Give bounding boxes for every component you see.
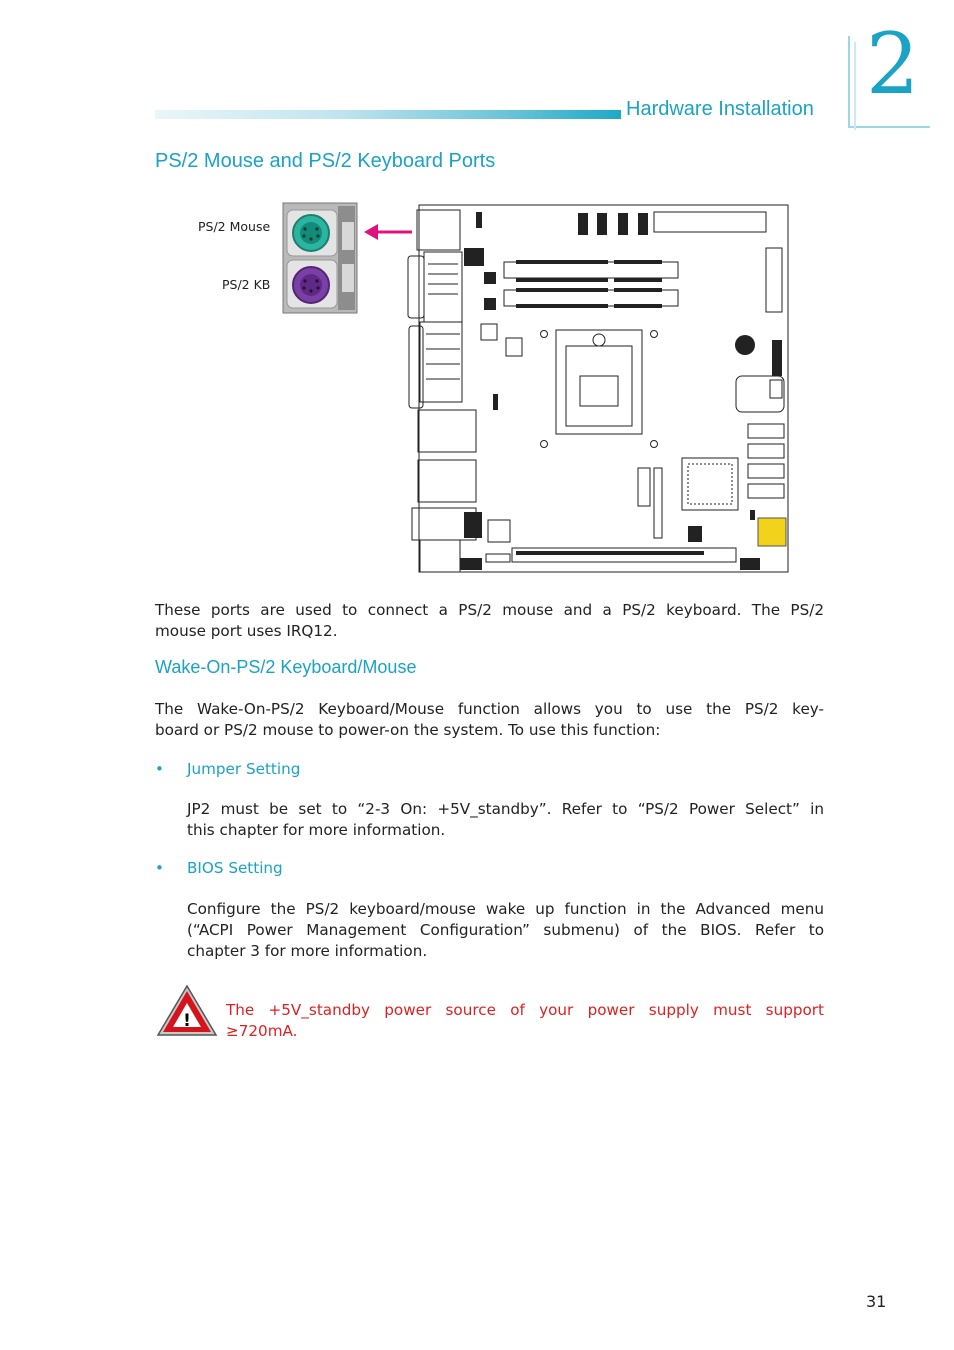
header-gradient-bar (155, 110, 621, 119)
warning-text: The +5V_standby power source of your pow… (226, 1000, 824, 1042)
bullet-icon: • (155, 760, 164, 778)
ps2-connector-image (282, 202, 358, 314)
bios-setting-text: Configure the PS/2 keyboard/mouse wake u… (187, 899, 824, 962)
bios-line-1: Configure the PS/2 keyboard/mouse wake u… (187, 900, 824, 918)
warning-line-2: ≥720mA. (226, 1022, 298, 1040)
warning-icon: ! (156, 984, 218, 1036)
jumper-setting-text: JP2 must be set to “2-3 On: +5V_standby”… (187, 799, 824, 841)
warning-line-1: The +5V_standby power source of your pow… (226, 1001, 824, 1019)
wake-heading: Wake-On-PS/2 Keyboard/Mouse (155, 657, 417, 677)
motherboard-diagram (407, 204, 789, 573)
ps2-mouse-label: PS/2 Mouse (198, 219, 271, 234)
page-title: PS/2 Mouse and PS/2 Keyboard Ports (155, 150, 496, 172)
intro-line-2: mouse port uses IRQ12. (155, 622, 338, 640)
bullet-icon: • (155, 859, 164, 877)
bios-line-3: chapter 3 for more information. (187, 942, 428, 960)
intro-line-1: These ports are used to connect a PS/2 m… (155, 601, 824, 619)
jumper-line-2: this chapter for more information. (187, 821, 446, 839)
chapter-number: 2 (866, 15, 920, 113)
jumper-setting-label: Jumper Setting (187, 760, 301, 778)
wake-line-2: board or PS/2 mouse to power-on the syst… (155, 721, 661, 739)
page-number: 31 (866, 1292, 887, 1311)
wake-paragraph: The Wake-On-PS/2 Keyboard/Mouse function… (155, 699, 824, 741)
bios-setting-label: BIOS Setting (187, 859, 283, 877)
chapter-box (848, 36, 930, 130)
wake-line-1: The Wake-On-PS/2 Keyboard/Mouse function… (155, 700, 824, 718)
ps2-kb-label: PS/2 KB (222, 277, 271, 292)
bios-line-2: (“ACPI Power Management Configuration” s… (187, 921, 824, 939)
section-title: Hardware Installation (626, 98, 814, 120)
jumper-line-1: JP2 must be set to “2-3 On: +5V_standby”… (187, 800, 824, 818)
intro-paragraph: These ports are used to connect a PS/2 m… (155, 600, 824, 642)
pointer-arrow-icon (364, 224, 412, 240)
warning-glyph: ! (183, 1011, 191, 1031)
